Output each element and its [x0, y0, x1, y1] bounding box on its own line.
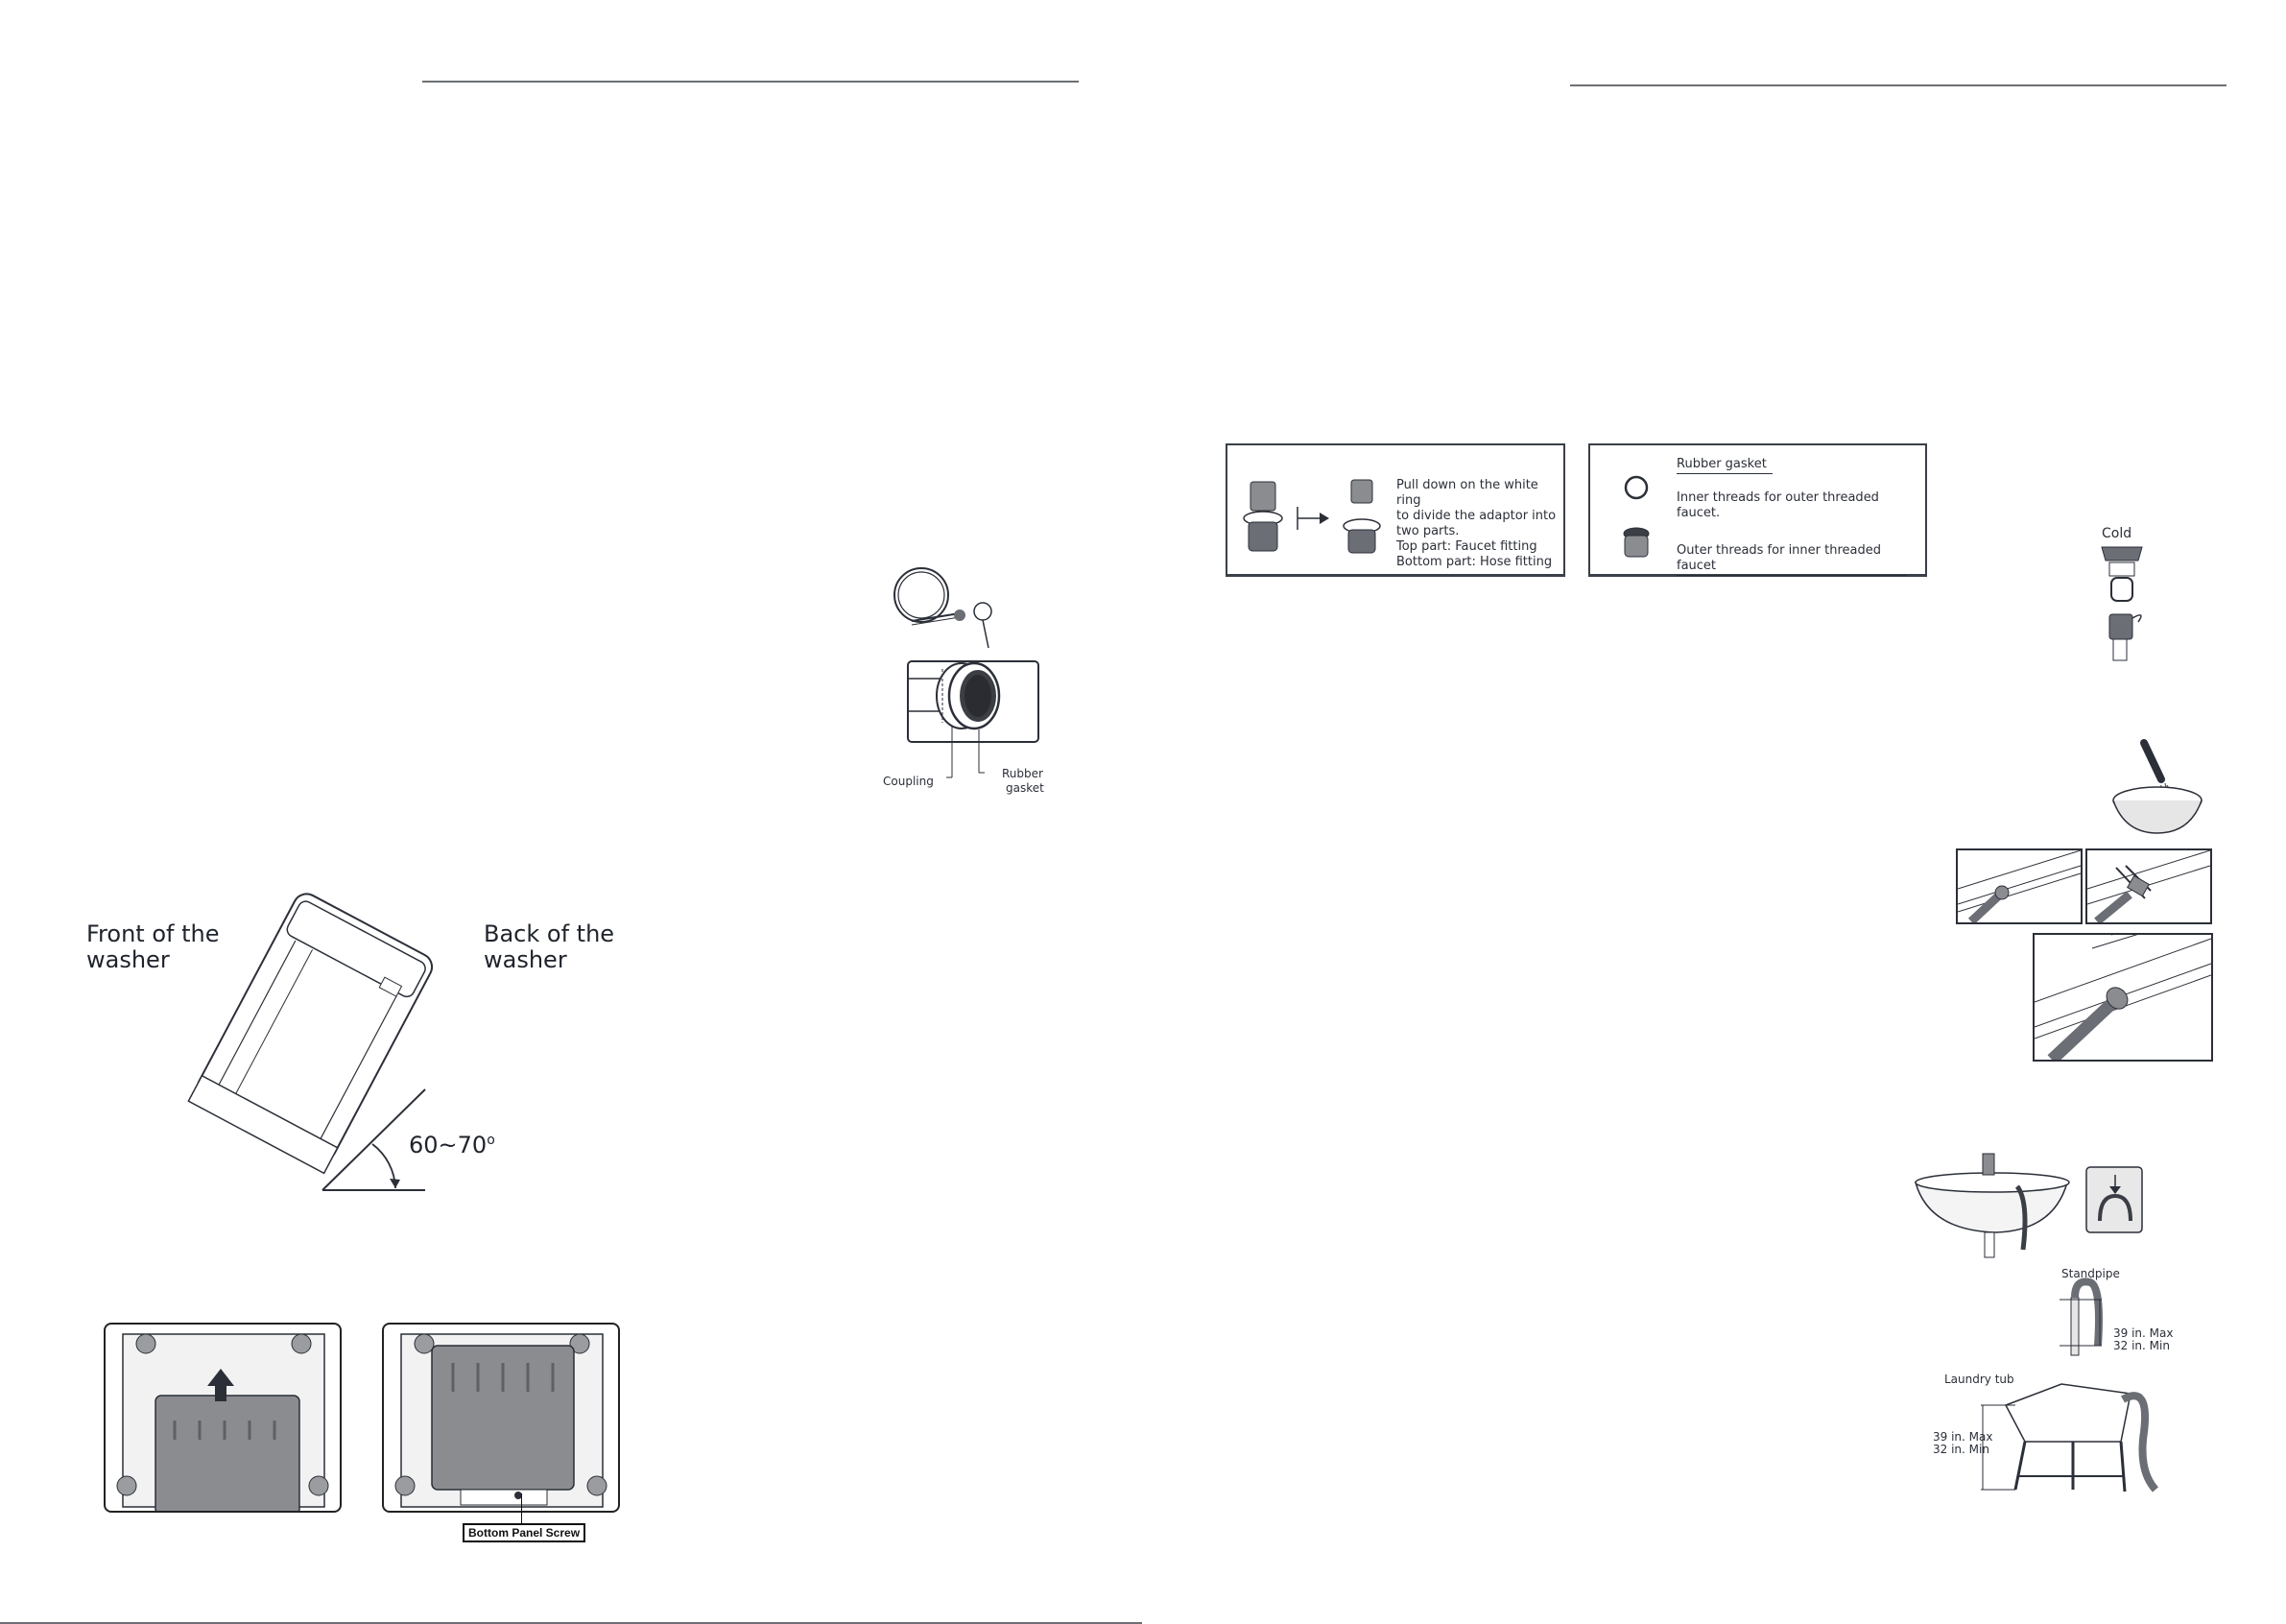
rubber-gasket-label-1: Rubber — [1002, 767, 1043, 780]
screw-leader-line — [521, 1493, 522, 1526]
bottom-panel-image-2 — [382, 1323, 620, 1513]
tub-min: 32 in. Min — [1933, 1443, 1989, 1456]
tub-max: 39 in. Max — [1933, 1430, 1993, 1444]
angle-label: 60~70o — [409, 1132, 495, 1158]
rubber-gasket-label-2: gasket — [1006, 781, 1044, 795]
adaptor-parts-illustration — [1243, 479, 1381, 554]
coupling-figure: Coupling Rubber gasket — [883, 561, 1056, 801]
standpipe-max: 39 in. Max — [2113, 1326, 2174, 1340]
cold-faucet-figure: Cold — [2092, 526, 2169, 661]
hose-connect-illustration-2 — [2087, 850, 2210, 922]
bottom-panel-installed-illustration — [394, 1333, 607, 1508]
inner-threads-text: Inner threads for outer threaded faucet. — [1677, 490, 1879, 520]
right-header-rule — [1570, 84, 2226, 86]
standpipe-label: Standpipe — [2061, 1267, 2120, 1280]
coupling-label: Coupling — [883, 775, 934, 788]
cold-label: Cold — [2102, 526, 2132, 541]
bowl-illustration — [2112, 739, 2203, 834]
tilt-figure: Front of the washer Back of the washer 6… — [84, 883, 622, 1200]
adaptor-text: Pull down on the white ring to divide th… — [1396, 478, 1557, 569]
hose-flush-bowl-figure — [2106, 739, 2203, 837]
bottom-panel-image-1 — [104, 1323, 342, 1513]
drain-illustration — [1915, 1153, 2159, 1493]
hose-connect-illustration-3 — [2035, 935, 2211, 1060]
left-header-rule — [422, 81, 1079, 83]
drain-options-figure: Standpipe 39 in. Max 32 in. Min Laundry … — [1910, 1153, 2179, 1499]
gasket-threads-illustration — [1623, 475, 1650, 558]
standpipe-min: 32 in. Min — [2113, 1339, 2170, 1352]
faucet-adaptor-illustration — [2101, 546, 2143, 661]
front-of-washer-label: Front of the washer — [86, 920, 220, 973]
hose-connect-panel-2 — [2085, 848, 2212, 924]
hose-coupling-illustration — [893, 567, 1039, 778]
outer-threads-text: Outer threads for inner threaded faucet — [1677, 543, 1907, 576]
hose-connect-illustration-1 — [1958, 850, 2081, 922]
back-of-washer-label: Back of the washer — [484, 920, 615, 973]
hose-connect-panel-1 — [1956, 848, 2083, 924]
adaptor-instruction-box: Pull down on the white ring to divide th… — [1226, 443, 1565, 577]
laundry-tub-label: Laundry tub — [1944, 1373, 2014, 1386]
bottom-panel-slide-illustration — [116, 1333, 329, 1511]
bottom-panel-screw-label: Bottom Panel Screw — [463, 1523, 586, 1542]
rubber-gasket-text: Rubber gasket — [1677, 457, 1773, 474]
hose-connect-panel-3 — [2033, 933, 2213, 1062]
tilted-washer-illustration — [187, 893, 434, 1191]
threads-instruction-box: Rubber gasket Inner threads for outer th… — [1588, 443, 1927, 577]
